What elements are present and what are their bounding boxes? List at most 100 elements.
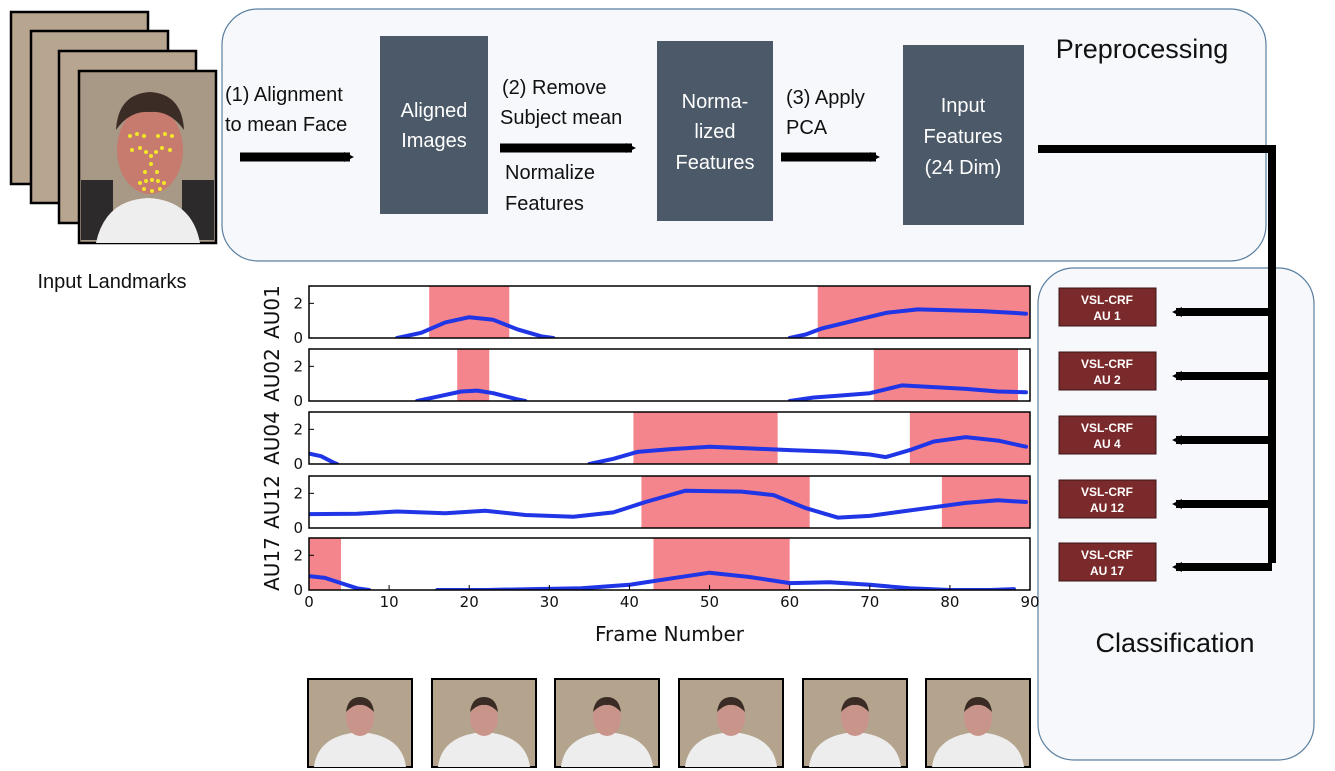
box-normalized-features: [657, 41, 773, 221]
series-name-label: AU02: [260, 348, 284, 402]
active-region: [653, 538, 790, 590]
subplot-au01: 0 2 AU01: [260, 285, 1031, 347]
step-2-line-1: (2) Remove: [502, 77, 606, 99]
box-input-features: [903, 45, 1024, 225]
classifier-line-1: VSL-CRF: [1081, 421, 1133, 435]
y-tick-label: 2: [293, 484, 303, 502]
series-name-label: AU01: [260, 285, 284, 339]
x-tick-label: 80: [940, 593, 959, 611]
series-curve: [309, 574, 372, 590]
box-aligned-images-line-2: Images: [401, 130, 467, 152]
series-name-label: AU04: [260, 411, 284, 465]
active-region: [633, 412, 778, 464]
box-input-features-line-2: Features: [924, 126, 1003, 148]
step-2-line-2: Subject mean: [500, 107, 622, 129]
box-aligned-images-line-1: Aligned: [401, 100, 468, 122]
classifier-au-3: VSL-CRF AU 4: [1058, 415, 1272, 455]
box-aligned-images: [380, 36, 488, 214]
classifier-box: [1058, 415, 1157, 455]
y-tick-label: 2: [293, 546, 303, 564]
connector-features-to-classifiers: [1038, 145, 1276, 563]
x-tick-label: 40: [620, 593, 639, 611]
x-tick-label: 30: [540, 593, 559, 611]
classifier-line-2: AU 1: [1093, 309, 1121, 323]
x-tick-label: 70: [860, 593, 879, 611]
y-tick-label: 0: [293, 392, 303, 410]
classifier-line-2: AU 4: [1093, 437, 1121, 451]
series-curve: [787, 383, 1028, 401]
subplot-frame: [308, 475, 1031, 529]
video-frame-4: [678, 678, 784, 768]
classifier-box: [1058, 542, 1157, 582]
series-curve: [787, 307, 1028, 338]
classifier-au-4: VSL-CRF AU 12: [1058, 479, 1272, 519]
series-curve: [395, 315, 556, 338]
box-normalized-line-3: Features: [676, 152, 755, 174]
y-tick-label: 2: [293, 420, 303, 438]
step-3-line-2: PCA: [786, 117, 828, 139]
preprocessing-title: Preprocessing: [1056, 34, 1229, 64]
classifier-au-5: VSL-CRF AU 17: [1058, 542, 1272, 582]
classifier-line-1: VSL-CRF: [1081, 548, 1133, 562]
x-tick-label: 20: [460, 593, 479, 611]
classifier-line-2: AU 12: [1090, 501, 1124, 515]
y-tick-label: 2: [293, 294, 303, 312]
active-region: [429, 286, 510, 338]
x-tick-label: 50: [700, 593, 719, 611]
input-landmarks-label: Input Landmarks: [38, 271, 187, 293]
input-landmarks-stack: [9, 10, 218, 245]
x-tick-label: 90: [1020, 593, 1039, 611]
classifier-au-1: VSL-CRF AU 1: [1058, 287, 1272, 327]
subplot-au12: 0 2 AU12: [260, 475, 1031, 537]
box-input-features-line-3: (24 Dim): [925, 157, 1002, 179]
series-name-label: AU12: [260, 475, 284, 529]
subplot-frame: [308, 348, 1031, 402]
subplot-frame: [308, 285, 1031, 339]
step-2-sub-line-1: Normalize: [505, 162, 595, 184]
subplot-au04: 0 2 AU04: [260, 411, 1031, 473]
classifier-box: [1058, 351, 1157, 391]
step-3-line-1: (3) Apply: [786, 87, 865, 109]
video-frame-5: [802, 678, 908, 768]
step-2-sub-line-2: Features: [505, 193, 584, 215]
video-frame-6: [925, 678, 1031, 768]
series-name-label: AU17: [260, 537, 284, 591]
x-tick-label: 60: [780, 593, 799, 611]
classifier-line-2: AU 17: [1090, 564, 1124, 578]
classifier-box: [1058, 287, 1157, 327]
step-1-line-2: to mean Face: [225, 114, 347, 136]
series-curve: [415, 388, 528, 401]
classifier-box: [1058, 479, 1157, 519]
classifier-line-1: VSL-CRF: [1081, 485, 1133, 499]
y-tick-label: 0: [293, 519, 303, 537]
active-region: [641, 476, 810, 528]
box-normalized-line-2: lized: [694, 121, 735, 143]
video-frames: [307, 678, 1031, 768]
classifier-line-1: VSL-CRF: [1081, 293, 1133, 307]
classification-title: Classification: [1095, 628, 1254, 658]
x-axis-label: Frame Number: [595, 622, 745, 646]
y-tick-label: 0: [293, 581, 303, 599]
x-tick-label: 0: [304, 593, 314, 611]
y-tick-label: 2: [293, 357, 303, 375]
subplot-au02: 0 2 AU02: [260, 348, 1031, 410]
classifier-line-1: VSL-CRF: [1081, 357, 1133, 371]
x-tick-label: 10: [380, 593, 399, 611]
series-curve: [587, 435, 1028, 464]
classifier-line-2: AU 2: [1093, 373, 1121, 387]
classifier-au-2: VSL-CRF AU 2: [1058, 351, 1272, 391]
y-tick-label: 0: [293, 329, 303, 347]
landmark-face-photo: [77, 69, 218, 245]
y-tick-label: 0: [293, 455, 303, 473]
series-curve: [309, 451, 339, 464]
video-frame-1: [307, 678, 413, 768]
subplot-frame: [308, 411, 1031, 465]
box-input-features-line-1: Input: [941, 95, 986, 117]
classification-panel: [1037, 267, 1315, 761]
subplot-au17: 0 2 AU17: [260, 537, 1031, 599]
video-frame-3: [554, 678, 660, 768]
series-curve: [309, 488, 1028, 520]
